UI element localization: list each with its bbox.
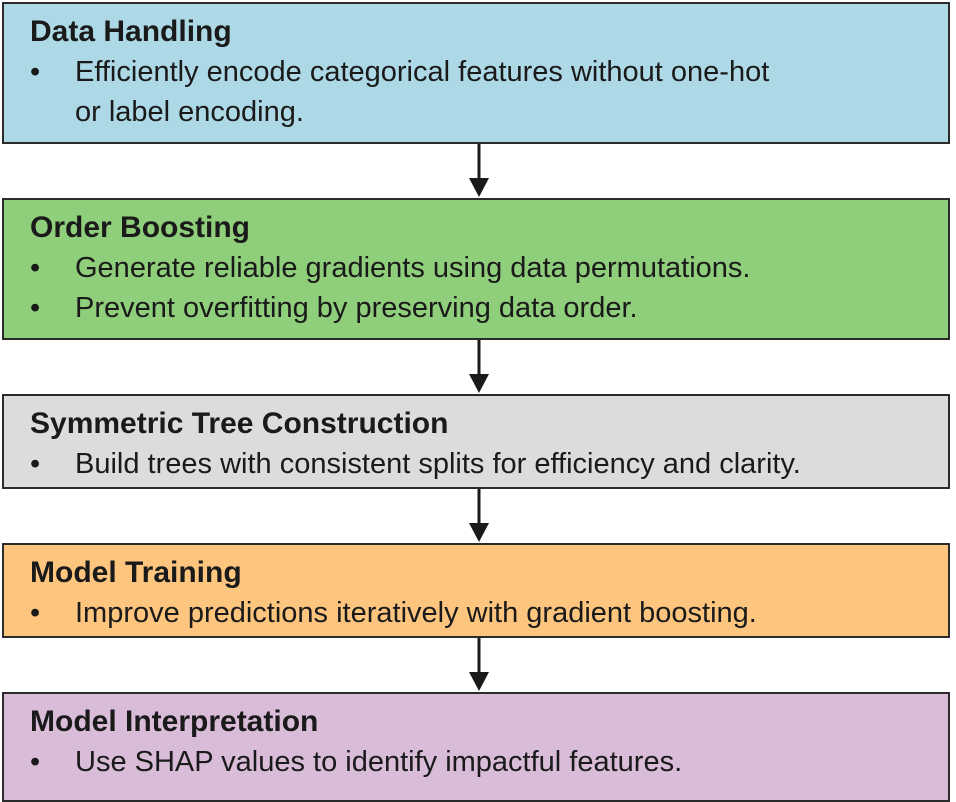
arrow-down-icon bbox=[467, 489, 491, 543]
bullet-list: • Use SHAP values to identify impactful … bbox=[30, 742, 948, 782]
bullet-text: Use SHAP values to identify impactful fe… bbox=[75, 746, 683, 778]
bullet-list: • Build trees with consistent splits for… bbox=[30, 444, 948, 484]
list-item: • Build trees with consistent splits for… bbox=[30, 444, 948, 484]
step-model-training: Model Training • Improve predictions ite… bbox=[2, 543, 950, 638]
list-item: • Improve predictions iteratively with g… bbox=[30, 593, 948, 633]
step-title: Data Handling bbox=[30, 15, 232, 48]
bullet-icon: • bbox=[30, 597, 41, 629]
bullet-text: Build trees with consistent splits for e… bbox=[75, 448, 801, 480]
bullet-icon: • bbox=[30, 252, 41, 284]
step-title: Symmetric Tree Construction bbox=[30, 407, 449, 440]
bullet-text: Efficiently encode categorical features … bbox=[75, 56, 770, 128]
list-item: • Use SHAP values to identify impactful … bbox=[30, 742, 948, 782]
arrow-down-icon bbox=[467, 144, 491, 198]
arrow-down-icon bbox=[467, 340, 491, 394]
bullet-text: Prevent overfitting by preserving data o… bbox=[75, 292, 638, 324]
step-order-boosting: Order Boosting • Generate reliable gradi… bbox=[2, 198, 950, 340]
list-item: • Generate reliable gradients using data… bbox=[30, 248, 948, 288]
arrow-down-icon bbox=[467, 638, 491, 692]
bullet-list: • Improve predictions iteratively with g… bbox=[30, 593, 948, 633]
list-item: • Prevent overfitting by preserving data… bbox=[30, 288, 948, 328]
bullet-text: Improve predictions iteratively with gra… bbox=[75, 597, 757, 629]
bullet-icon: • bbox=[30, 56, 41, 88]
bullet-icon: • bbox=[30, 746, 41, 778]
bullet-icon: • bbox=[30, 448, 41, 480]
step-title: Model Training bbox=[30, 556, 242, 589]
list-item: • Efficiently encode categorical feature… bbox=[30, 52, 795, 132]
step-title: Model Interpretation bbox=[30, 705, 319, 738]
bullet-text: Generate reliable gradients using data p… bbox=[75, 252, 751, 284]
step-symmetric-tree-construction: Symmetric Tree Construction • Build tree… bbox=[2, 394, 950, 489]
bullet-list: • Generate reliable gradients using data… bbox=[30, 248, 948, 328]
step-title: Order Boosting bbox=[30, 211, 251, 244]
bullet-icon: • bbox=[30, 292, 41, 324]
bullet-list: • Efficiently encode categorical feature… bbox=[30, 52, 948, 132]
step-data-handling: Data Handling • Efficiently encode categ… bbox=[2, 2, 950, 144]
step-model-interpretation: Model Interpretation • Use SHAP values t… bbox=[2, 692, 950, 802]
